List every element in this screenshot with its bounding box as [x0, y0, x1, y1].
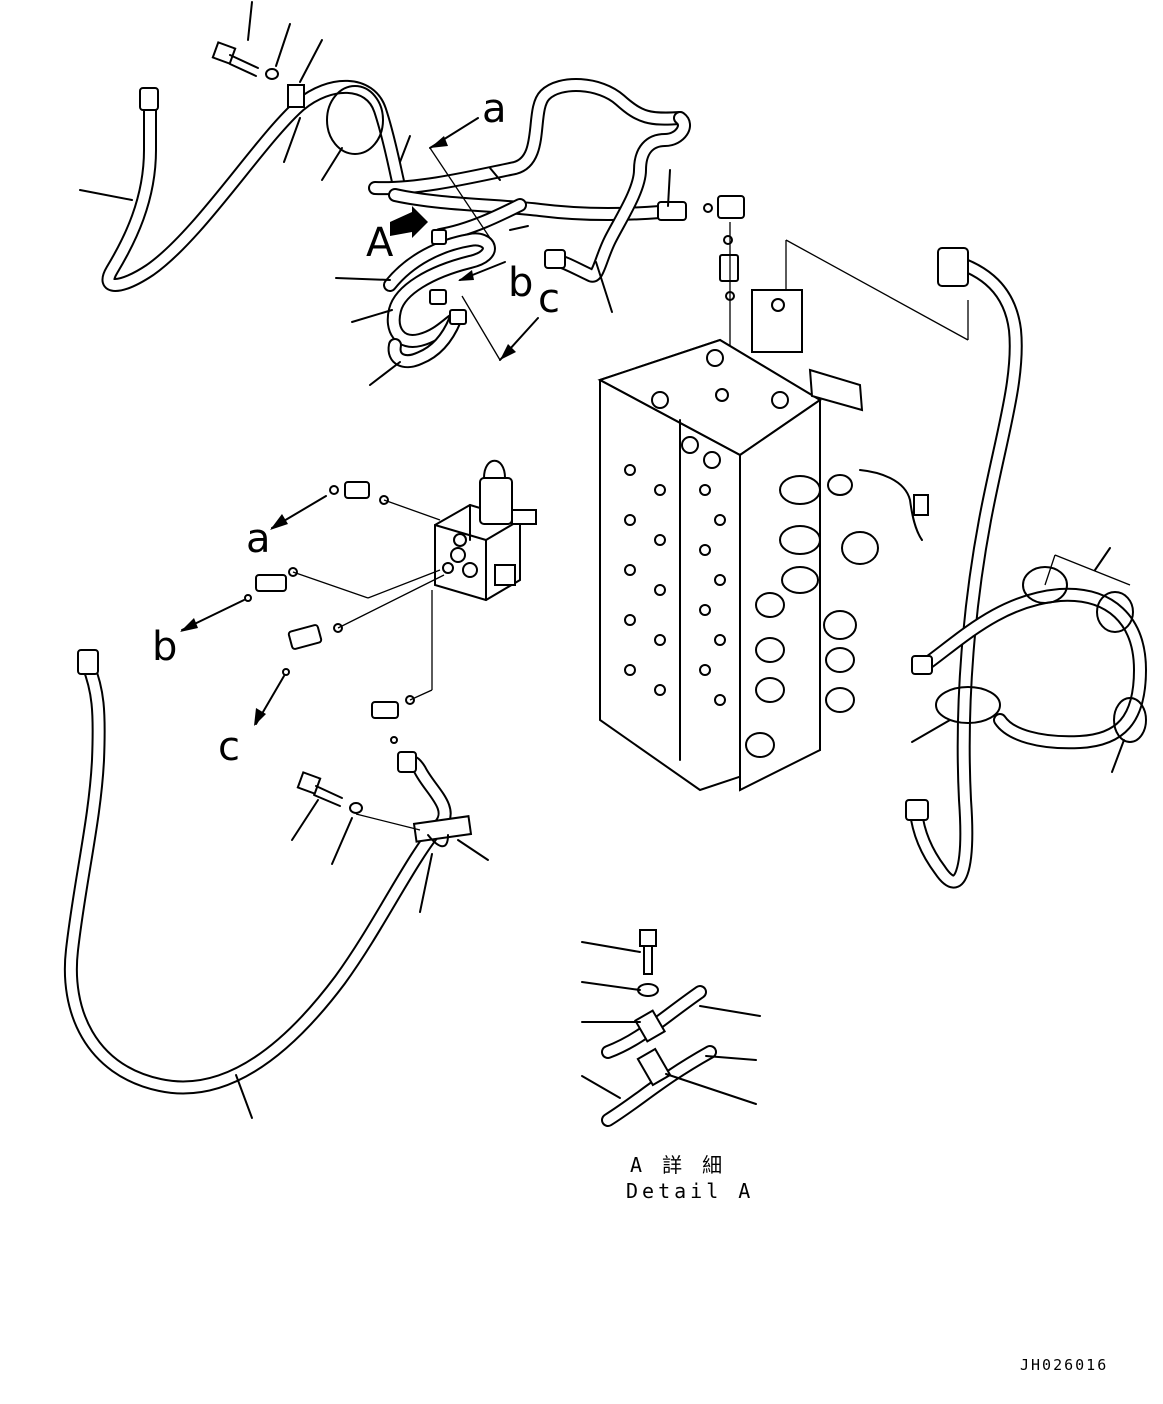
- control-valve-block: [597, 239, 969, 792]
- callout-arrow-a-left: [270, 495, 327, 530]
- callout-a-top: a: [482, 86, 507, 132]
- callout-arrow-A-top: [390, 206, 428, 238]
- bottom-left-hose: [63, 649, 489, 1119]
- top-left-hose-assembly: [79, 1, 745, 400]
- detail-a-illustration: [581, 929, 761, 1127]
- callout-c-top: c: [538, 276, 560, 322]
- callout-arrow-b-left: [180, 599, 245, 632]
- callout-arrow-c-top: [461, 295, 539, 361]
- callout-b-left: b: [152, 624, 177, 670]
- callout-A-top: A: [366, 220, 394, 266]
- right-hose-assembly: [905, 247, 1147, 889]
- small-valve-block: [244, 459, 537, 744]
- washer-top: [265, 68, 279, 80]
- bolt-top: [211, 41, 259, 77]
- callout-c-left: c: [218, 724, 240, 770]
- callout-a-left: a: [246, 516, 271, 562]
- detail-a-title-jp: A 詳 細: [630, 1153, 726, 1177]
- drawing-code: JH026016: [1020, 1356, 1108, 1374]
- fitting-stack: [703, 195, 745, 400]
- callout-b-top: b: [508, 260, 533, 306]
- detail-a-title-en: Detail A: [626, 1179, 754, 1203]
- callout-arrow-a-top: [429, 117, 491, 239]
- callout-arrow-b-top: [458, 261, 506, 281]
- callout-arrow-c-left: [254, 675, 285, 726]
